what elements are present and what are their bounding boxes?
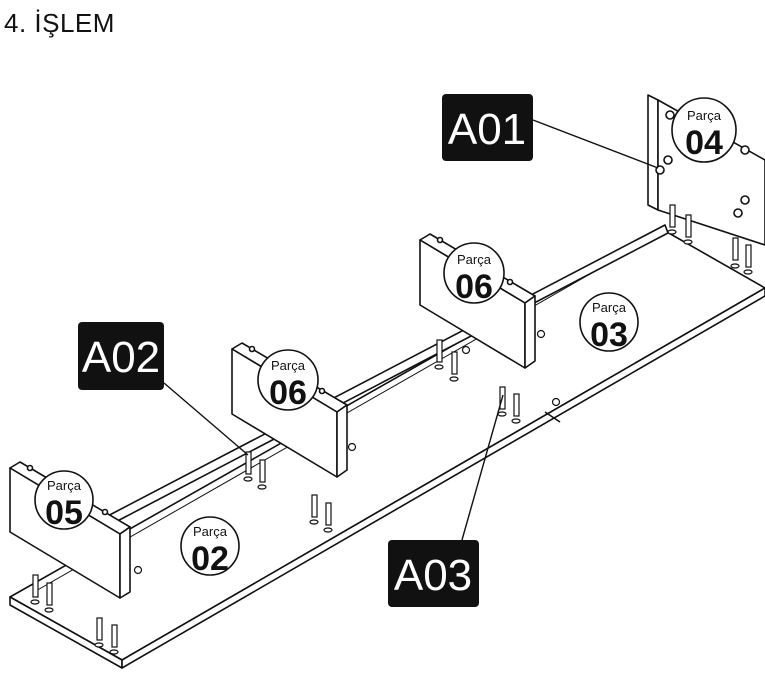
leader-lines xyxy=(163,119,659,541)
part-caption: Parça xyxy=(193,524,228,539)
callout-a02: A02 xyxy=(78,322,164,390)
callout-label: A01 xyxy=(448,105,526,154)
part-caption: Parça xyxy=(592,300,627,315)
part-badge-05: Parça 05 xyxy=(34,470,94,532)
base-board xyxy=(9,227,765,669)
callout-a03: A03 xyxy=(388,540,479,607)
part-caption: Parça xyxy=(687,108,722,123)
part-caption: Parça xyxy=(47,478,82,493)
part-badge-04: Parça 04 xyxy=(671,97,737,163)
callout-a01: A01 xyxy=(442,94,533,161)
part-number: 04 xyxy=(685,124,723,162)
part-number: 06 xyxy=(455,268,493,306)
part-badge-06-right: Parça 06 xyxy=(443,242,505,306)
part-badge-06-left: Parça 06 xyxy=(257,349,319,412)
part-caption: Parça xyxy=(271,358,306,373)
part-badge-03: Parça 03 xyxy=(579,292,639,354)
part-caption: Parça xyxy=(457,252,492,267)
part-number: 03 xyxy=(590,316,628,354)
part-badge-02: Parça 02 xyxy=(180,516,240,578)
part-number: 05 xyxy=(45,494,83,532)
callout-label: A02 xyxy=(82,333,160,382)
step-title: 4. İŞLEM xyxy=(4,8,115,38)
fasteners xyxy=(30,204,753,655)
part-number: 02 xyxy=(191,540,229,578)
callout-label: A03 xyxy=(394,551,472,600)
part-number: 06 xyxy=(269,374,307,412)
